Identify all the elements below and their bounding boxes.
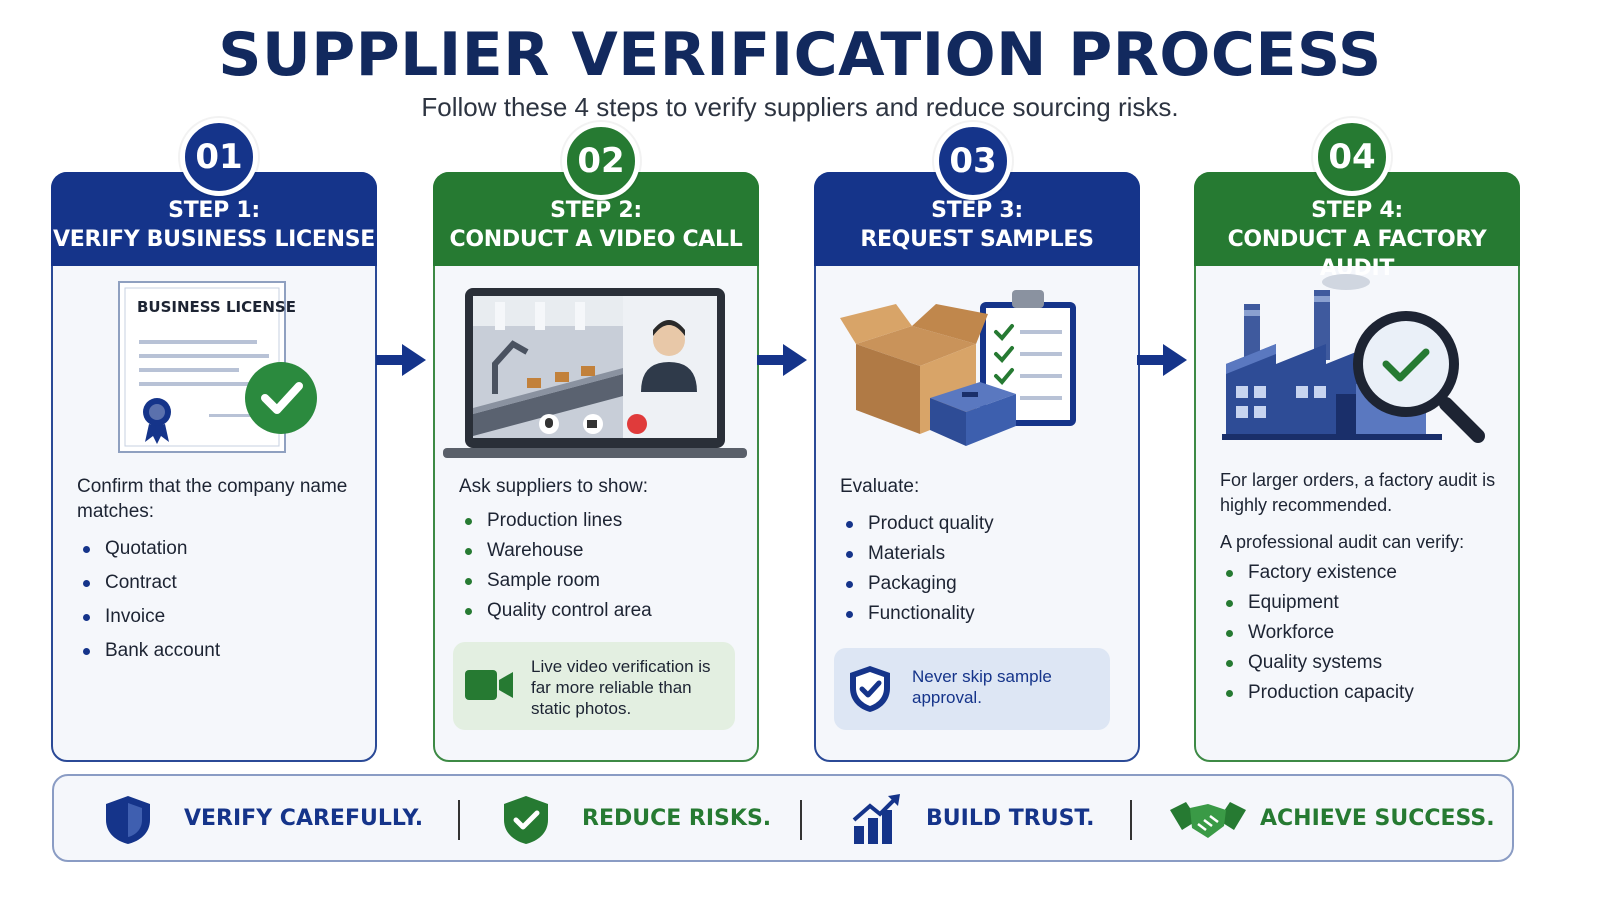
list-item: Sample room — [459, 566, 652, 596]
step-number-badge: 04 — [1313, 118, 1391, 196]
list-item: Factory existence — [1220, 558, 1414, 588]
step-intro-secondary: A professional audit can verify: — [1220, 532, 1465, 552]
shield-icon — [106, 796, 150, 844]
footer-banner: VERIFY CAREFULLY. REDUCE RISKS. BUILD TR… — [52, 774, 1514, 862]
license-label: BUSINESS LICENSE — [137, 298, 296, 316]
business-license-illustration: BUSINESS LICENSE — [53, 274, 379, 474]
step-header-2: STEP 2: CONDUCT A VIDEO CALL — [433, 172, 759, 266]
step-label: STEP 3: — [931, 198, 1023, 223]
step-card-1: STEP 1: VERIFY BUSINESS LICENSE 01 BUSIN… — [51, 118, 379, 762]
step-list: Quotation Contract Invoice Bank account — [77, 534, 220, 666]
arrow-right-icon — [757, 344, 807, 376]
step-title: REQUEST SAMPLES — [860, 227, 1094, 252]
list-item: Workforce — [1220, 618, 1414, 648]
step-card-2: STEP 2: CONDUCT A VIDEO CALL 02 — [433, 122, 761, 762]
list-item: Production capacity — [1220, 678, 1414, 708]
list-item: Product quality — [840, 509, 994, 539]
step-title: CONDUCT A VIDEO CALL — [449, 227, 743, 252]
list-item: Functionality — [840, 599, 994, 629]
list-item: Warehouse — [459, 536, 652, 566]
footer-label: ACHIEVE SUCCESS. — [1260, 806, 1495, 831]
footer-item-success: ACHIEVE SUCCESS. — [1168, 776, 1508, 860]
footer-label: VERIFY CAREFULLY. — [184, 806, 424, 831]
step-intro: Evaluate: — [840, 476, 920, 497]
tip-box: Never skip sample approval. — [834, 648, 1110, 730]
step-card-3: STEP 3: REQUEST SAMPLES 03 — [814, 122, 1142, 762]
step-card-4: STEP 4: CONDUCT A FACTORY AUDIT 04 — [1194, 118, 1522, 762]
shield-check-icon — [850, 666, 890, 712]
check-circle-icon — [245, 362, 317, 434]
step-intro: Ask suppliers to show: — [459, 476, 649, 497]
step-label: STEP 1: — [168, 198, 260, 223]
step-list: Factory existence Equipment Workforce Qu… — [1220, 558, 1414, 708]
step-intro: Confirm that the company name matches: — [77, 476, 348, 522]
list-item: Equipment — [1220, 588, 1414, 618]
tip-text: Live video verification is far more reli… — [531, 657, 711, 718]
page-title: SUPPLIER VERIFICATION PROCESS — [218, 20, 1382, 90]
step-list: Production lines Warehouse Sample room Q… — [459, 506, 652, 626]
step-number-badge: 02 — [562, 122, 640, 200]
footer-divider — [800, 800, 802, 840]
arrow-right-icon — [376, 344, 426, 376]
page-subtitle: Follow these 4 steps to verify suppliers… — [421, 92, 1179, 122]
step-label: STEP 2: — [550, 198, 642, 223]
step-intro: For larger orders, a factory audit is hi… — [1220, 470, 1496, 515]
step-number-badge: 01 — [180, 118, 258, 196]
step-list: Product quality Materials Packaging Func… — [840, 509, 994, 629]
growth-chart-icon — [852, 794, 900, 844]
samples-box-clipboard-illustration — [816, 274, 1142, 474]
factory-audit-illustration — [1196, 274, 1522, 474]
list-item: Quality control area — [459, 596, 652, 626]
footer-item-reduce: REDUCE RISKS. — [502, 776, 802, 860]
footer-item-verify: VERIFY CAREFULLY. — [104, 776, 434, 860]
tip-text: Never skip sample approval. — [912, 667, 1052, 707]
arrow-right-icon — [1137, 344, 1187, 376]
video-camera-icon — [465, 670, 513, 700]
footer-divider — [1130, 800, 1132, 840]
step-title: CONDUCT A FACTORY AUDIT — [1227, 227, 1487, 281]
tip-box: Live video verification is far more reli… — [453, 642, 735, 730]
footer-label: REDUCE RISKS. — [582, 806, 772, 831]
magnifier-check-icon — [1353, 311, 1485, 443]
footer-label: BUILD TRUST. — [926, 806, 1095, 831]
shield-check-icon — [504, 796, 548, 844]
list-item: Packaging — [840, 569, 994, 599]
footer-item-trust: BUILD TRUST. — [852, 776, 1152, 860]
step-title: VERIFY BUSINESS LICENSE — [52, 227, 376, 252]
list-item: Contract — [77, 568, 220, 598]
list-item: Production lines — [459, 506, 652, 536]
footer-divider — [458, 800, 460, 840]
handshake-icon — [1170, 802, 1246, 838]
list-item: Bank account — [77, 636, 220, 666]
list-item: Quality systems — [1220, 648, 1414, 678]
list-item: Invoice — [77, 602, 220, 632]
step-number-badge: 03 — [934, 122, 1012, 200]
list-item: Quotation — [77, 534, 220, 564]
step-label: STEP 4: — [1311, 198, 1403, 223]
list-item: Materials — [840, 539, 994, 569]
step-header-3: STEP 3: REQUEST SAMPLES — [814, 172, 1140, 266]
video-call-laptop-illustration — [435, 274, 761, 474]
seal-ribbon-icon — [143, 398, 171, 444]
step-header-4: STEP 4: CONDUCT A FACTORY AUDIT — [1194, 172, 1520, 281]
